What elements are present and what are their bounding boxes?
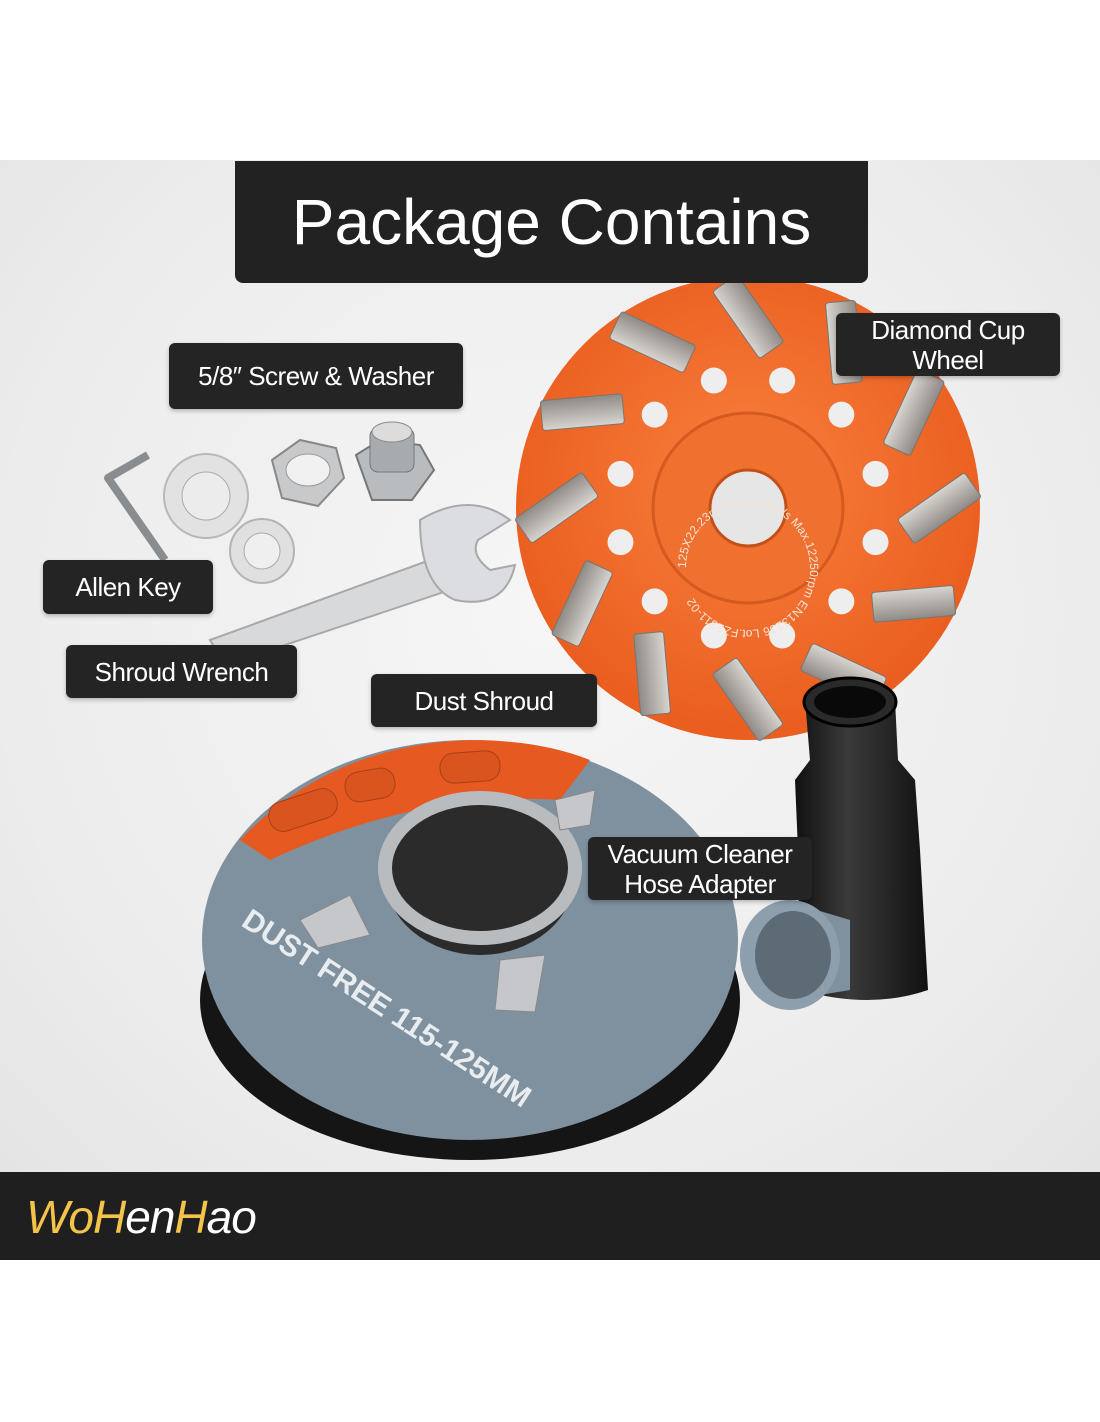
cooling-hole [641, 588, 668, 615]
diamond-segment [712, 657, 783, 741]
vacuum-hose-adapter [740, 676, 928, 1010]
brand-footer: WoHenHao [0, 1172, 1100, 1260]
diamond-segment [609, 311, 696, 373]
diamond-segment [897, 473, 981, 544]
label-dust-shroud: Dust Shroud [371, 674, 597, 727]
label-line: Wheel [912, 344, 984, 375]
diamond-segment [871, 585, 957, 623]
label-screw-washer: 5/8″ Screw & Washer [169, 343, 463, 409]
cooling-hole [862, 529, 889, 556]
cooling-hole [769, 367, 796, 394]
diamond-segment [515, 472, 599, 543]
label-vacuum-hose-adapter: Vacuum Cleaner Hose Adapter [588, 837, 812, 900]
allen-key [104, 451, 169, 563]
cooling-hole [828, 588, 855, 615]
cooling-hole [769, 622, 796, 649]
diamond-segment [551, 560, 613, 647]
label-allen-key: Allen Key [43, 560, 213, 614]
diamond-segment [713, 275, 784, 359]
cooling-hole [828, 401, 855, 428]
diamond-segment [539, 393, 625, 431]
label-line: Hose Adapter [624, 868, 776, 899]
cooling-hole [700, 367, 727, 394]
cooling-hole [700, 622, 727, 649]
label-line: Diamond Cup [871, 314, 1025, 345]
dust-shroud: DUST FREE 115-125MM [200, 740, 740, 1160]
screw-and-washers [163, 421, 436, 584]
diamond-cup-wheel: 125X22.23mm Max.80m/s Max.12250rpm EN132… [515, 275, 981, 741]
cooling-hole [862, 460, 889, 487]
diamond-segment [633, 631, 671, 717]
cooling-hole [607, 460, 634, 487]
label-diamond-cup-wheel: Diamond Cup Wheel [836, 313, 1060, 376]
label-line: Vacuum Cleaner [607, 838, 793, 869]
cooling-hole [607, 529, 634, 556]
cooling-hole [641, 401, 668, 428]
brand-logo: WoHenHao [26, 1191, 257, 1243]
label-shroud-wrench: Shroud Wrench [66, 645, 297, 698]
page-title: Package Contains [235, 161, 868, 283]
